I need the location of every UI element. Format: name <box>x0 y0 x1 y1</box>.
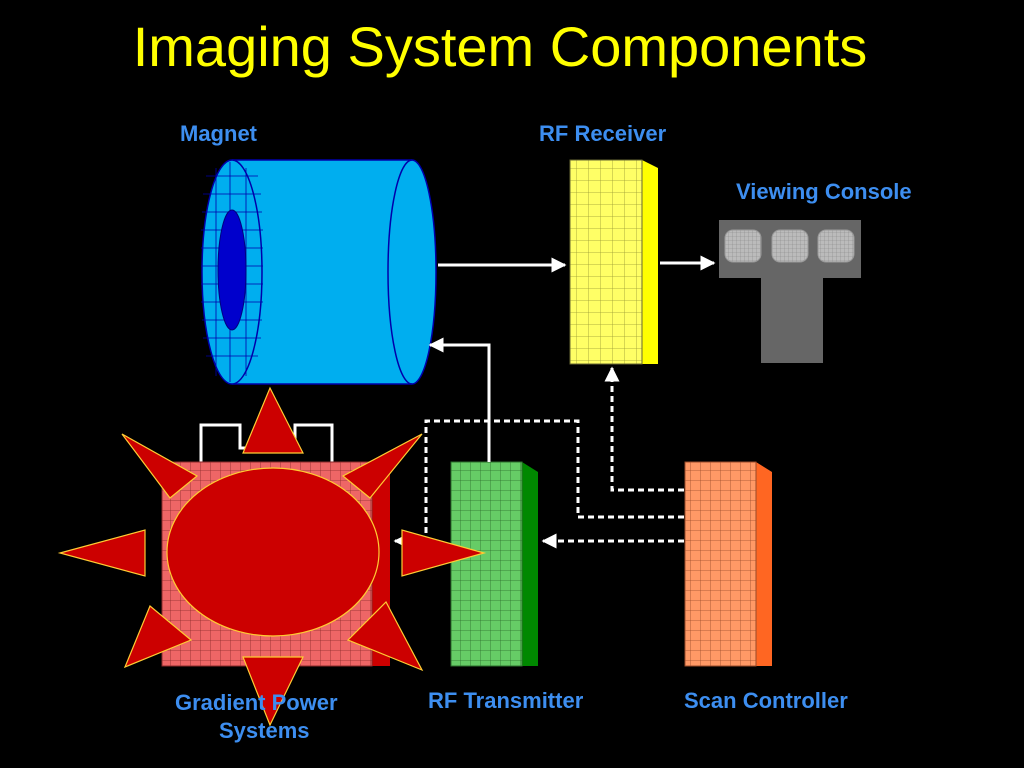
scan-controller-label: Scan Controller <box>684 688 848 713</box>
arrow-controller-to-gradient <box>393 419 684 549</box>
gradient-power-label-line2: Systems <box>219 718 310 743</box>
scan-controller-icon <box>684 461 772 667</box>
rf-transmitter-label: RF Transmitter <box>428 688 584 713</box>
burst-icon <box>57 386 487 727</box>
gradient-power-label-line1: Gradient Power <box>175 690 338 715</box>
viewing-console-icon <box>719 220 861 363</box>
rf-receiver-label: RF Receiver <box>539 121 667 146</box>
rf-receiver-icon <box>569 159 658 365</box>
viewing-console-label: Viewing Console <box>736 179 912 204</box>
control-lines <box>393 366 684 549</box>
arrow-controller-to-receiver <box>604 366 684 492</box>
slide-title: Imaging System Components <box>132 15 868 78</box>
magnet-icon <box>201 159 437 385</box>
arrow-transmitter-to-magnet <box>428 337 491 462</box>
magnet-label: Magnet <box>180 121 257 146</box>
connectors <box>428 255 716 462</box>
rf-transmitter-icon <box>450 461 538 667</box>
